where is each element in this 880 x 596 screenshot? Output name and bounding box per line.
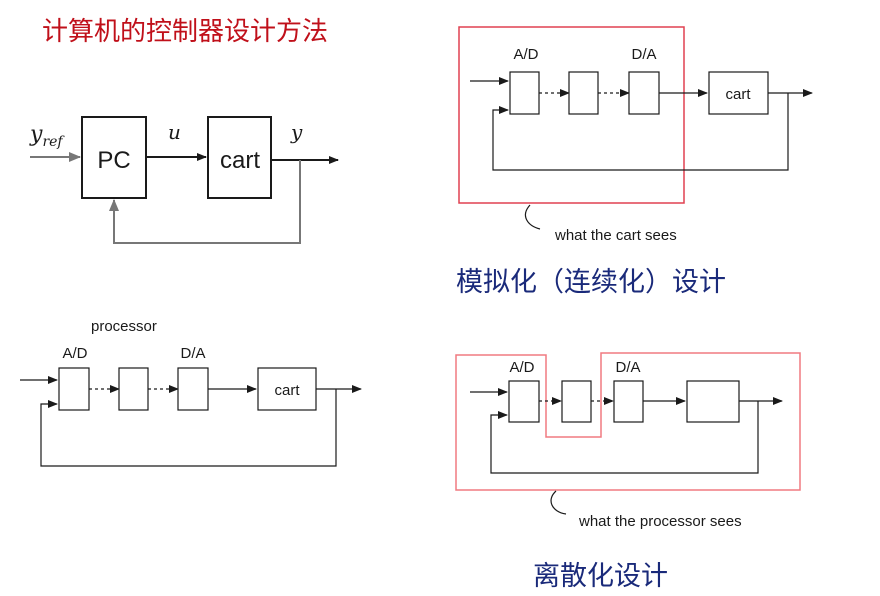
cart-view-highlight-box [458, 26, 685, 204]
da-block [177, 367, 209, 411]
processor-block [568, 71, 599, 115]
note-pointer [525, 204, 541, 230]
ad-label: A/D [513, 46, 538, 63]
cart-block-label: cart [220, 147, 260, 174]
processor-block [118, 367, 149, 411]
diagram-continuous-loop: yref PC u cart y [29, 116, 339, 244]
processor-view-highlight-box [455, 352, 801, 491]
ad-block [58, 367, 90, 411]
processor-block [561, 380, 592, 423]
ad-label: A/D [509, 359, 534, 376]
plant-block [686, 380, 740, 423]
feedback-path [109, 160, 301, 244]
ad-block [509, 71, 540, 115]
reference-input-label: yref [29, 122, 65, 150]
control-signal-label: u [168, 120, 181, 144]
da-label: D/A [615, 359, 640, 376]
da-label: D/A [631, 46, 656, 63]
cart-block-label: cart [725, 86, 751, 103]
da-label: D/A [180, 345, 205, 362]
note-text: what the processor sees [578, 513, 742, 530]
diagram-processor-loop: processor A/D D/A cart [20, 318, 362, 467]
da-block [613, 380, 644, 423]
ad-block [508, 380, 540, 423]
caption-analog-design: 模拟化（连续化）设计 [456, 267, 726, 298]
da-block [628, 71, 660, 115]
diagram-processor-view: A/D D/A what the processor sees 离散化设计 [455, 352, 801, 592]
cart-block [708, 71, 769, 115]
note-pointer [550, 490, 567, 515]
cart-block-label: cart [274, 382, 300, 399]
note-text: what the cart sees [554, 227, 677, 244]
cart-block [207, 116, 272, 199]
feedback-path [492, 93, 789, 171]
diagram-cart-view: A/D D/A cart what the cart sees 模拟化（连续化）… [456, 26, 813, 298]
processor-group-label: processor [91, 318, 157, 335]
output-label: y [290, 120, 303, 144]
ad-label: A/D [62, 345, 87, 362]
feedback-path [40, 389, 337, 467]
feedback-path [490, 401, 759, 474]
caption-discrete-design: 离散化设计 [533, 561, 668, 592]
page-title: 计算机的控制器设计方法 [42, 17, 328, 47]
pc-block-label: PC [97, 147, 130, 174]
